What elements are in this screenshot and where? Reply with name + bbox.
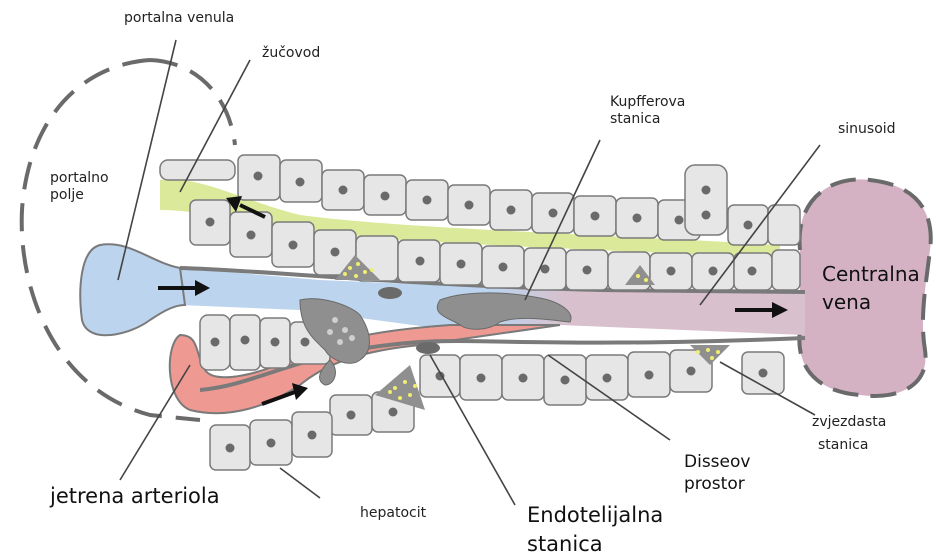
label-jetrena-arteriola: jetrena arteriola (50, 484, 220, 509)
label-disseov-prostor: Disseov prostor (684, 452, 750, 495)
endothelial-nucleus-top (378, 287, 402, 299)
label-endotelijalna: Endotelijalna (527, 503, 663, 528)
label-portalno-polje: portalno polje (50, 170, 109, 204)
label-kupfferova-stanica: Kupfferova stanica (610, 94, 685, 128)
label-zvjezdasta-stanica: zvjezdasta stanica (812, 414, 886, 454)
label-hepatocit: hepatocit (360, 505, 426, 522)
label-stanica-zvjezdasta: stanica (812, 437, 886, 454)
label-sinusoid: sinusoid (838, 121, 896, 138)
label-centralna-vena: Centralna vena (822, 262, 920, 314)
label-zvjezdasta: zvjezdasta (812, 414, 886, 431)
label-stanica-endotelijalna: stanica (527, 532, 663, 557)
label-polje: polje (50, 187, 109, 204)
label-portalno: portalno (50, 170, 109, 187)
label-disseov: Disseov (684, 452, 750, 472)
label-prostor: prostor (684, 474, 750, 494)
label-vena: vena (822, 290, 920, 314)
label-stanica-kupffer: stanica (610, 111, 685, 128)
label-portalna-venula: portalna venula (124, 10, 234, 27)
label-centralna: Centralna (822, 262, 920, 286)
label-kupfferova: Kupfferova (610, 94, 685, 111)
endothelial-nucleus (416, 342, 440, 354)
label-endotelijalna-stanica: Endotelijalna stanica (527, 503, 663, 557)
label-zucovod: žučovod (262, 45, 320, 62)
